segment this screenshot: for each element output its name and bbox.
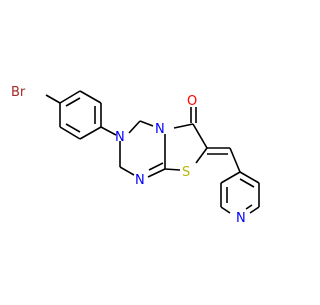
aromatic-inner-bond [239, 178, 255, 188]
aromatic-inner-bond [65, 97, 81, 107]
bond [220, 206, 231, 214]
oxygen-label: O [187, 94, 197, 109]
bond [229, 147, 241, 173]
bond [79, 126, 102, 140]
imine-nitrogen-label: N [135, 173, 145, 188]
aryl-nitrogen-label: N [115, 130, 125, 145]
bond-to-bromine [45, 94, 61, 104]
bond [148, 162, 164, 171]
aromatic-inner-bond [245, 204, 253, 210]
bond [147, 168, 166, 178]
bond-aryl-n [100, 126, 117, 136]
bond [164, 168, 181, 171]
molecule-drawing: Br O N N N S N [11, 85, 260, 226]
aromatic-inner-bond [65, 123, 81, 133]
fused-nitrogen-label: N [155, 122, 165, 137]
structure-canvas: Br O N N N S N [11, 85, 260, 226]
bond [195, 147, 208, 164]
bromine-label: Br [11, 85, 26, 100]
triazine-ring [119, 120, 166, 178]
bromophenyl-ring [45, 90, 117, 140]
bond [59, 126, 81, 140]
pyridine-nitrogen-label: N [236, 211, 246, 226]
bond [59, 90, 81, 104]
bond [119, 166, 135, 176]
bond [239, 171, 260, 184]
bond [249, 206, 260, 214]
sulfur-label: S [182, 165, 190, 180]
bond [79, 90, 102, 104]
bond [128, 120, 141, 134]
thiazolone-ring [164, 107, 208, 171]
bond [192, 123, 208, 149]
bond [220, 171, 241, 184]
bond [139, 120, 154, 127]
pyridylmethylidene [207, 147, 260, 214]
bond [173, 123, 194, 129]
